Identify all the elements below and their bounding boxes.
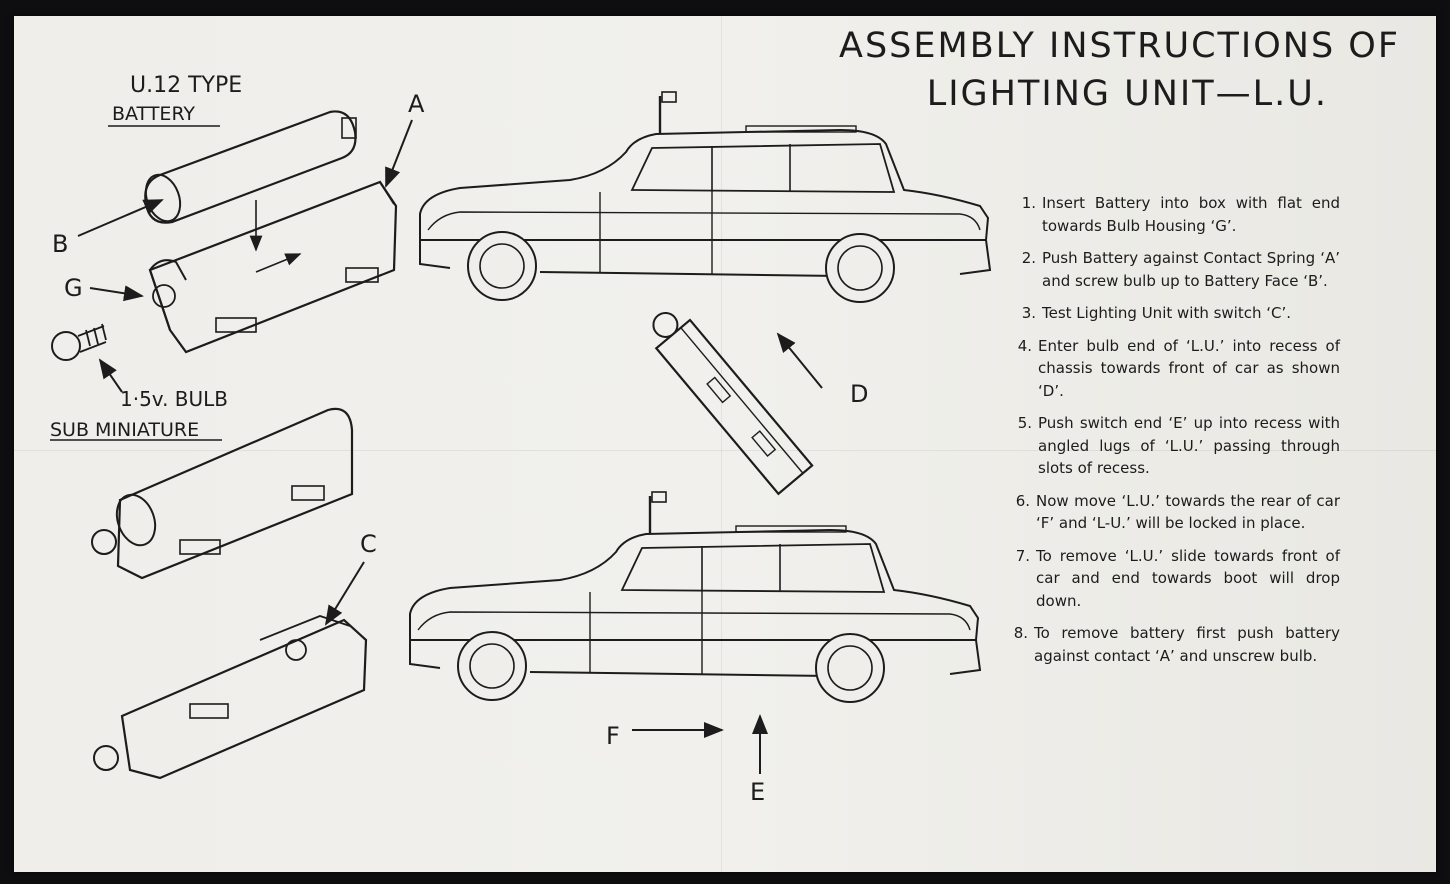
car-icon (408, 490, 982, 704)
label-bulb-type: SUB MINIATURE (50, 419, 199, 441)
step-item: 6. Now move ‘L.U.’ towards the rear of ca… (1004, 490, 1340, 535)
step-number: 6. (1015, 491, 1030, 510)
lighting-unit-icon (652, 311, 814, 496)
step-number: 8. (1013, 624, 1028, 642)
battery-icon (144, 110, 357, 224)
lighting-unit-icon (91, 407, 354, 580)
bulb-icon (51, 323, 107, 361)
step-number: 7. (1015, 546, 1030, 565)
step-number: 4. (1017, 336, 1032, 355)
label-d: D (850, 380, 868, 408)
fold-line-horizontal (14, 450, 1436, 451)
step-item: 7. To remove ‘L.U.’ slide towards front o… (1004, 545, 1340, 613)
label-battery-type: U.12 TYPE (130, 73, 242, 98)
label-b: B (52, 230, 68, 258)
lighting-unit-icon (93, 615, 368, 780)
label-c: C (360, 530, 377, 558)
step-text: To remove ‘L.U.’ slide towards front of … (1036, 546, 1340, 610)
page-title: ASSEMBLY INSTRUCTIONS OF LIGHTING UNIT—L… (760, 22, 1400, 118)
step-text: Push Battery against Contact Spring ‘A’ … (1042, 249, 1340, 290)
step-number: 3. (1021, 304, 1036, 322)
label-e: E (750, 778, 765, 806)
fold-line-vertical (721, 16, 722, 872)
label-bulb-voltage: 1·5v. BULB (120, 387, 228, 411)
instruction-steps: 1. Insert Battery into box with flat end … (1010, 192, 1340, 677)
step-number: 5. (1017, 414, 1032, 432)
title-line-1: ASSEMBLY INSTRUCTIONS OF (839, 26, 1400, 66)
step-text: Insert Battery into box with flat end to… (1042, 194, 1340, 235)
label-a: A (408, 90, 425, 118)
label-battery: BATTERY (112, 103, 195, 125)
car-icon (418, 90, 992, 304)
step-number: 2. (1021, 249, 1036, 267)
step-item: 1. Insert Battery into box with flat end … (1010, 192, 1340, 237)
step-item: 8. To remove battery first push battery a… (1002, 622, 1340, 667)
title-line-2: LIGHTING UNIT—L.U. (926, 74, 1328, 114)
step-number: 1. (1021, 194, 1036, 212)
battery-box-icon (148, 180, 398, 354)
step-text: To remove battery first push battery aga… (1034, 624, 1340, 665)
step-item: 5. Push switch end ‘E’ up into recess wit… (1006, 412, 1340, 480)
step-item: 3. Test Lighting Unit with switch ‘C’. (1010, 302, 1340, 325)
step-item: 2. Push Battery against Contact Spring ‘A… (1010, 247, 1340, 292)
label-f: F (606, 722, 620, 750)
step-text: Test Lighting Unit with switch ‘C’. (1042, 304, 1292, 322)
step-text: Push switch end ‘E’ up into recess with … (1038, 414, 1340, 477)
step-text: Enter bulb end of ‘L.U.’ into recess of … (1038, 336, 1340, 400)
step-item: 4. Enter bulb end of ‘L.U.’ into recess o… (1006, 335, 1340, 403)
step-text: Now move ‘L.U.’ towards the rear of car … (1036, 491, 1340, 533)
label-g: G (64, 274, 83, 302)
